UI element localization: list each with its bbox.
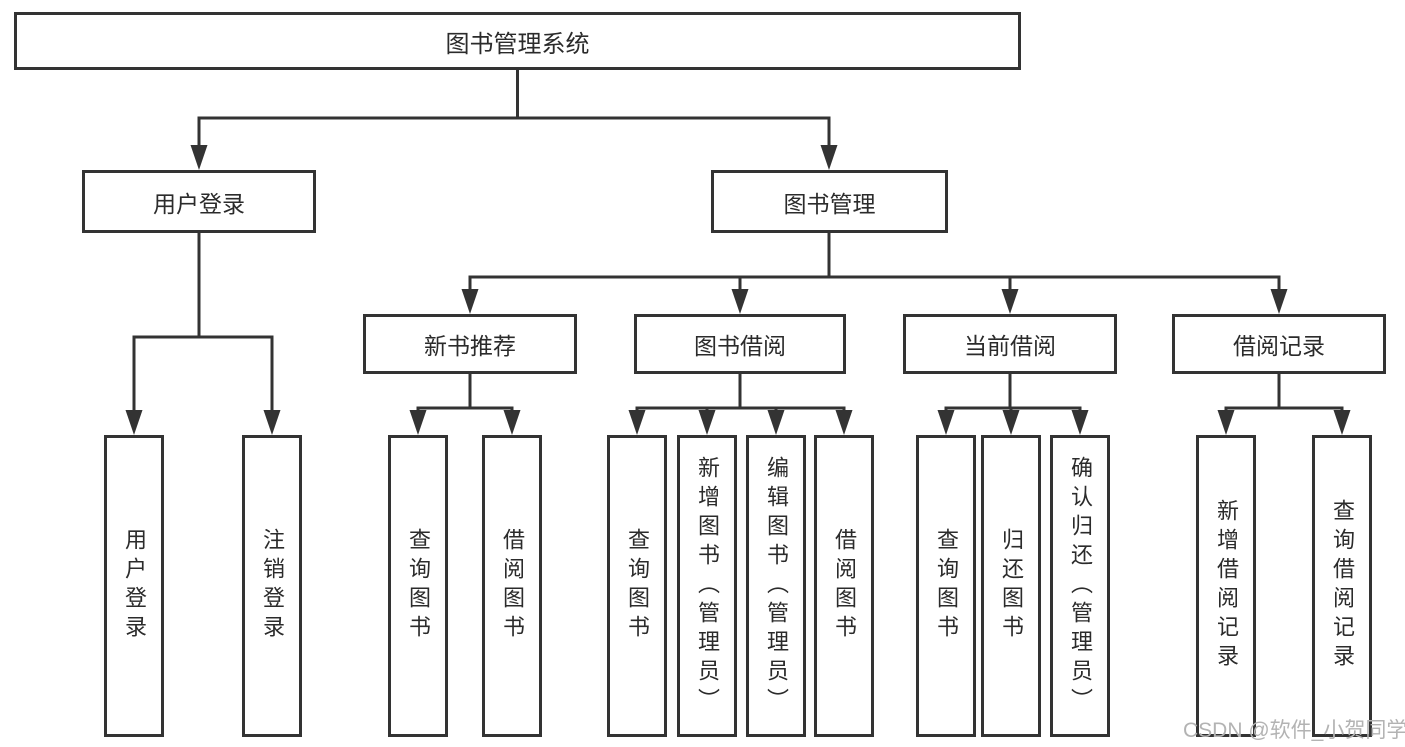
leaf-borrow-add-admin: 新增图书（管理员） (677, 435, 737, 737)
node-system-root: 图书管理系统 (14, 12, 1021, 70)
node-new-book-recommend: 新书推荐 (363, 314, 577, 374)
csdn-watermark: CSDN @软件_小贺同学 (1183, 719, 1405, 742)
leaf-record-add: 新增借阅记录 (1196, 435, 1256, 737)
leaf-logout: 注销登录 (242, 435, 302, 737)
node-user-login-branch: 用户登录 (82, 170, 316, 233)
arrowheads (125, 145, 1351, 435)
leaf-current-return: 归还图书 (981, 435, 1041, 737)
leaf-borrow-book: 借阅图书 (814, 435, 874, 737)
node-current-borrow: 当前借阅 (903, 314, 1117, 374)
node-book-borrow: 图书借阅 (634, 314, 846, 374)
leaf-borrow-edit-admin: 编辑图书（管理员） (746, 435, 806, 737)
leaf-current-confirm-return-admin: 确认归还（管理员） (1050, 435, 1110, 737)
node-borrow-records: 借阅记录 (1172, 314, 1386, 374)
leaf-borrow-query: 查询图书 (607, 435, 667, 737)
leaf-record-query: 查询借阅记录 (1312, 435, 1372, 737)
node-book-management-branch: 图书管理 (711, 170, 948, 233)
leaf-newbook-query: 查询图书 (388, 435, 448, 737)
leaf-current-query: 查询图书 (916, 435, 976, 737)
leaf-user-login: 用户登录 (104, 435, 164, 737)
leaf-newbook-borrow: 借阅图书 (482, 435, 542, 737)
